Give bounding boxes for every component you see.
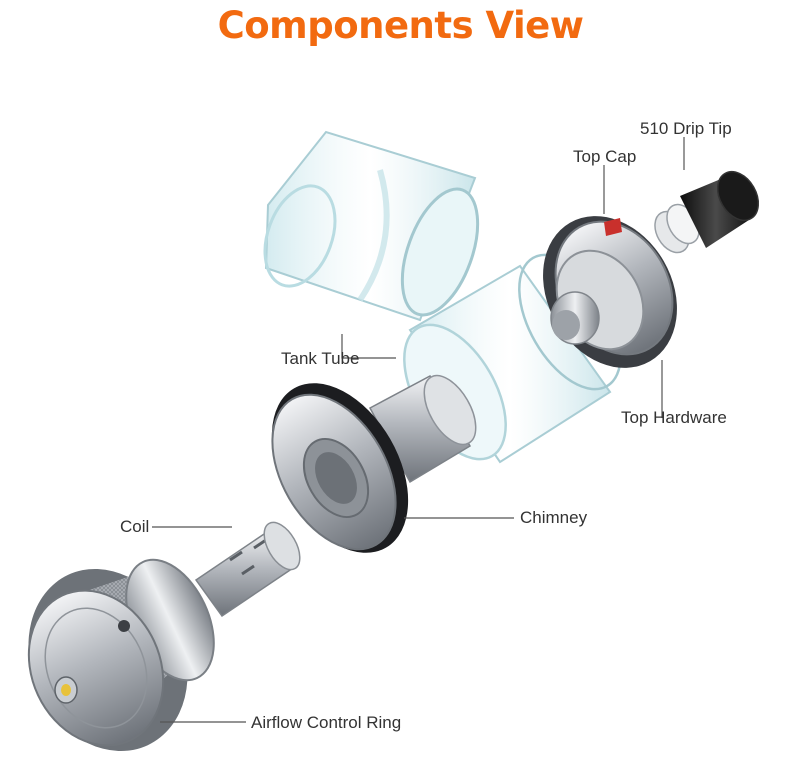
leader-tank-tube [341, 334, 396, 359]
airflow-control-ring [27, 558, 215, 752]
label-chimney: Chimney [520, 508, 588, 527]
label-top-hardware: Top Hardware [621, 408, 727, 427]
leader-lines [152, 137, 685, 723]
page-title: Components View [217, 4, 584, 47]
label-airflow-ring: Airflow Control Ring [251, 713, 402, 732]
drip-tip [654, 171, 760, 254]
bubble-glass [263, 130, 480, 322]
label-top-cap: Top Cap [573, 147, 637, 166]
chimney-assembly [271, 374, 477, 553]
label-tank-tube: Tank Tube [281, 349, 360, 368]
label-drip-tip: 510 Drip Tip [640, 119, 732, 138]
label-coil: Coil [120, 517, 150, 536]
top-hardware [543, 216, 677, 368]
